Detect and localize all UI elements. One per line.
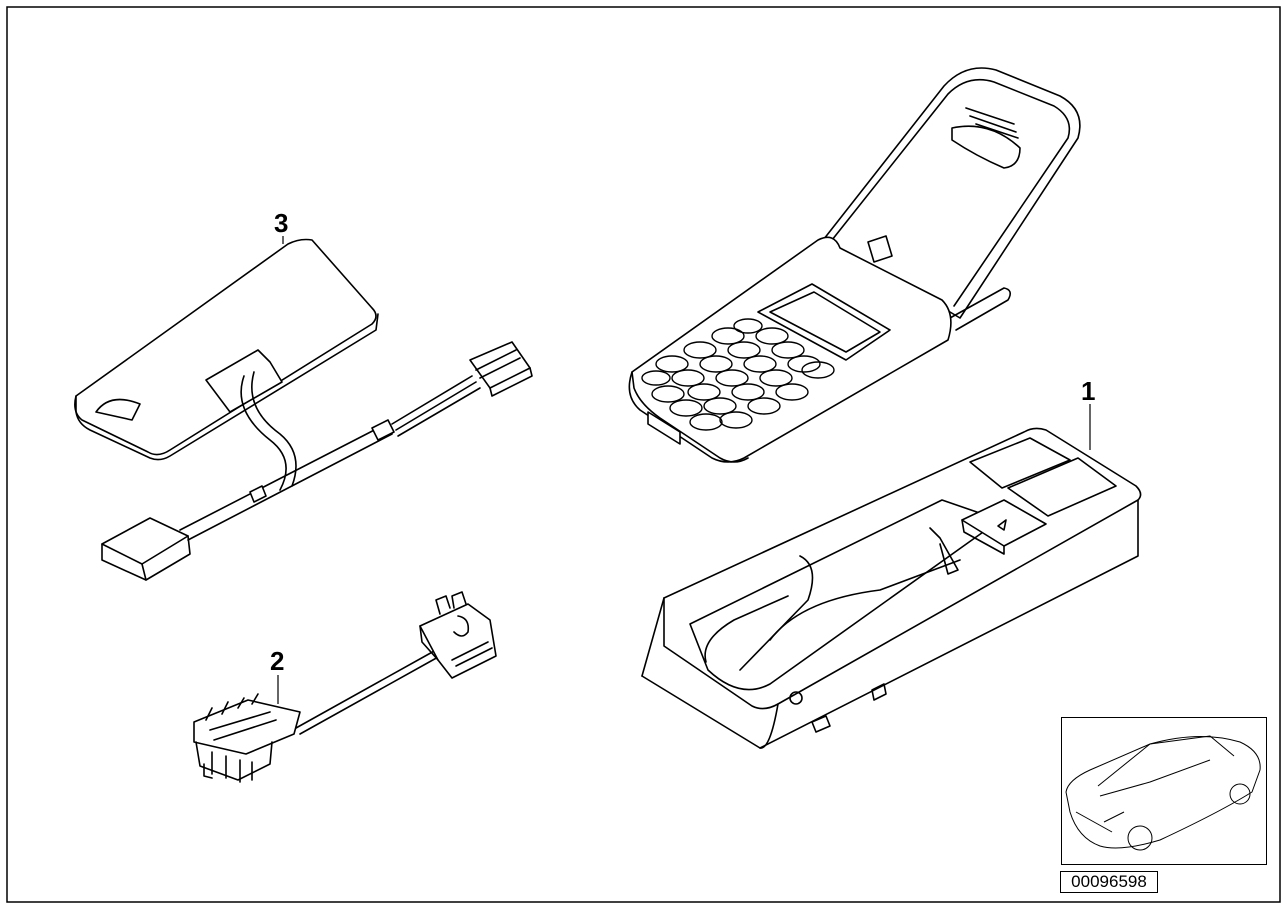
mobile-phone xyxy=(628,67,1081,463)
callout-label-1: 1 xyxy=(1081,376,1096,406)
part-1-phone-holder xyxy=(641,427,1142,749)
inset-car-drawing xyxy=(1065,735,1261,851)
diagram-border xyxy=(6,6,1281,903)
part-3-module-cable xyxy=(74,238,533,581)
diagram-reference-code: 00096598 xyxy=(1060,871,1158,893)
callout-label-2: 2 xyxy=(270,646,285,676)
inset-frame xyxy=(1061,717,1267,865)
part-2-adapter-lead xyxy=(193,591,497,783)
callout-label-3: 3 xyxy=(274,208,289,238)
